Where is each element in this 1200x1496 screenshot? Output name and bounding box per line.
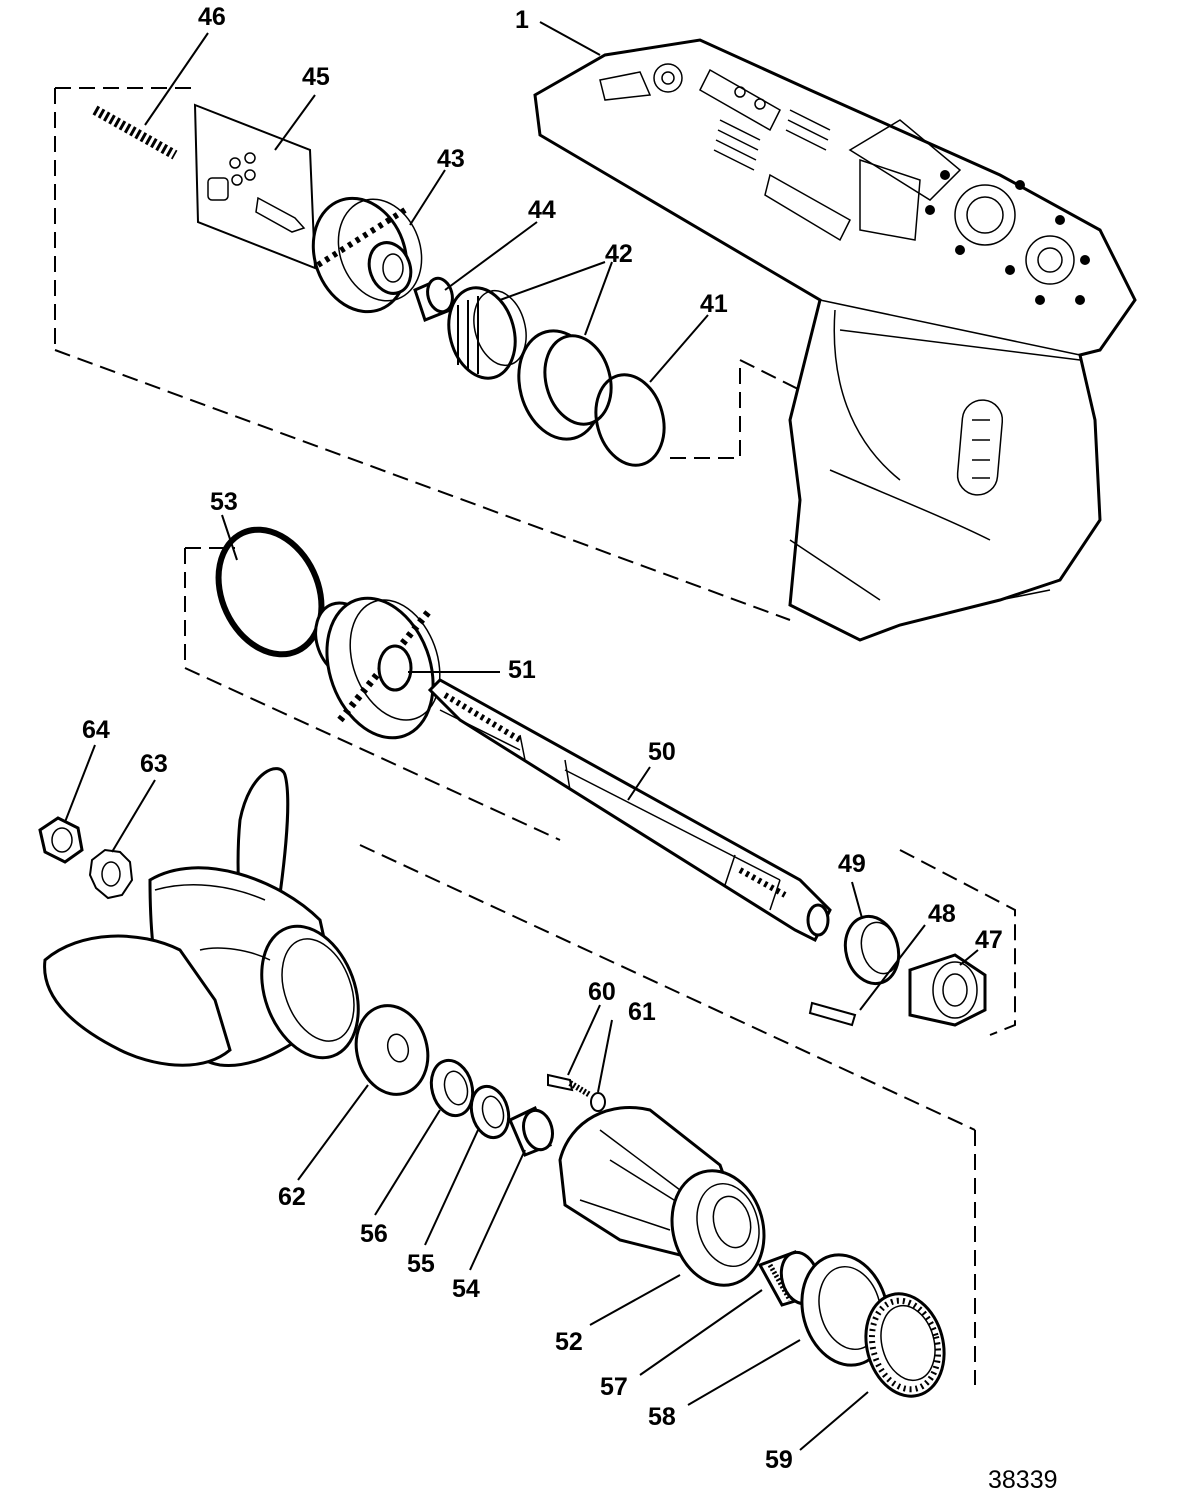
- callout-1: 1: [515, 6, 529, 34]
- cross-pin: [808, 1001, 857, 1027]
- callout-42: 42: [605, 240, 633, 268]
- tapered-bearing: [447, 286, 527, 380]
- tab-washer: [88, 848, 134, 900]
- forward-gear: [314, 596, 441, 740]
- propeller: [43, 767, 360, 1068]
- sliding-clutch: [908, 953, 987, 1027]
- callout-60: 60: [588, 978, 616, 1006]
- propeller-nut: [38, 816, 84, 864]
- callout-63: 63: [140, 750, 168, 778]
- oil-seal: [429, 1058, 475, 1118]
- leader-lines: [64, 21, 979, 1451]
- callout-55: 55: [407, 1250, 435, 1278]
- callout-47: 47: [975, 926, 1003, 954]
- spring: [92, 105, 178, 160]
- thrust-bearing: [864, 1292, 946, 1398]
- thrust-washer: [354, 1004, 430, 1096]
- shim-ring: [594, 373, 666, 467]
- needle-bearing-small: [508, 1105, 554, 1157]
- callout-45: 45: [302, 63, 330, 91]
- o-ring: [215, 526, 325, 658]
- callout-41: 41: [700, 290, 728, 318]
- callout-57: 57: [600, 1373, 628, 1401]
- figure-number: 38339: [988, 1466, 1058, 1494]
- callout-62: 62: [278, 1183, 306, 1211]
- propeller-shaft: [427, 678, 832, 943]
- callout-61: 61: [628, 998, 656, 1026]
- callout-43: 43: [437, 145, 465, 173]
- callout-58: 58: [648, 1403, 676, 1431]
- callout-44: 44: [528, 196, 556, 224]
- screw: [547, 1073, 592, 1098]
- bearing-race: [517, 329, 613, 441]
- callout-56: 56: [360, 1220, 388, 1248]
- assembly-boundary-middle: [184, 547, 1016, 1036]
- callout-52: 52: [555, 1328, 583, 1356]
- callout-49: 49: [838, 850, 866, 878]
- clutch-ring: [843, 914, 901, 986]
- callout-51: 51: [508, 656, 536, 684]
- callout-59: 59: [765, 1446, 793, 1474]
- callout-46: 46: [198, 3, 226, 31]
- parts-card: [193, 103, 317, 270]
- callout-64: 64: [82, 716, 110, 744]
- callout-54: 54: [452, 1275, 480, 1303]
- bearing-carrier: [558, 1105, 766, 1287]
- pinion-gear: [311, 196, 423, 314]
- lock-washer: [590, 1092, 606, 1112]
- callout-48: 48: [928, 900, 956, 928]
- callout-50: 50: [648, 738, 676, 766]
- gear-housing: [533, 38, 1137, 642]
- assembly-boundary-upper: [54, 87, 801, 621]
- assembly-boundary-lower: [359, 844, 976, 1385]
- callout-labels: 1 41 42 43 44 45 46 47 48 49 50 51 52 53…: [82, 3, 1003, 1474]
- callout-53: 53: [210, 488, 238, 516]
- washer: [469, 1084, 511, 1140]
